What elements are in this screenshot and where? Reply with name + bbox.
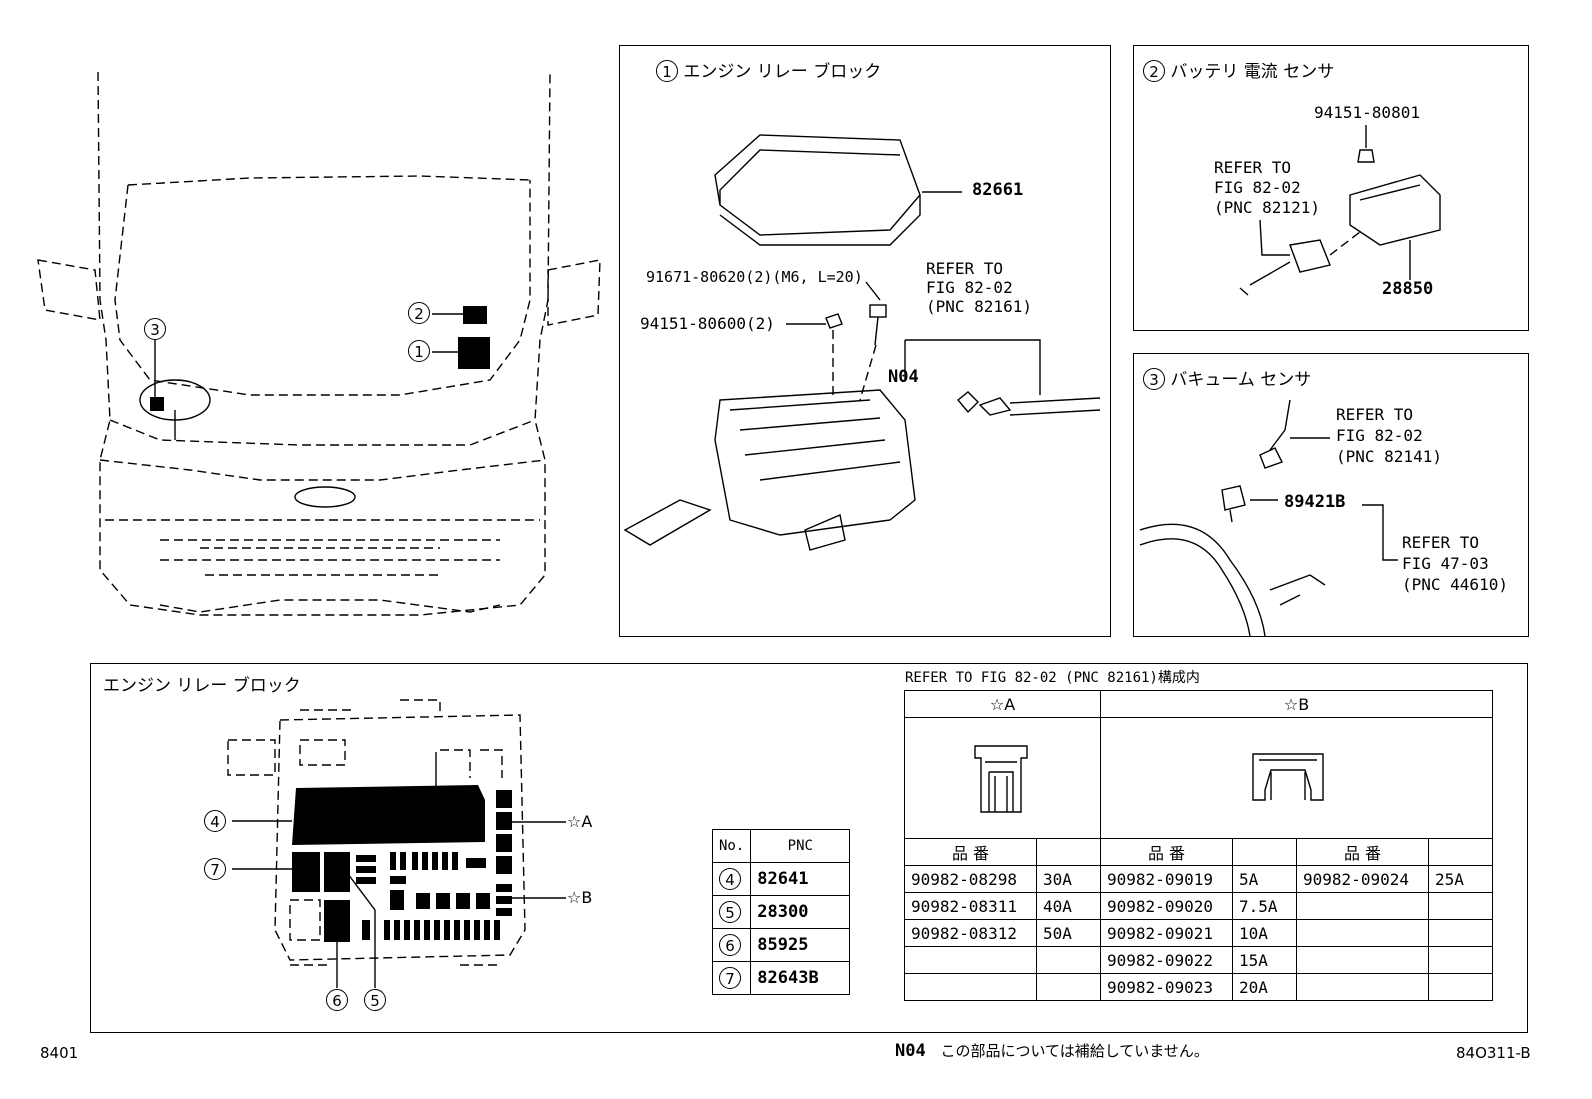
table-row: 7 82643B — [711, 961, 851, 995]
table-row: 5 28300 — [711, 895, 851, 929]
panel3-refer1: REFER TO FIG 82-02 (PNC 82141) — [1336, 405, 1442, 466]
footer-page-code: 8401 — [40, 1044, 79, 1062]
fuse-a-illustration — [903, 717, 1102, 839]
panel1-title: 1 エンジン リレー ブロック — [656, 60, 881, 82]
footer-note: N04 この部品については補給していません。 — [895, 1041, 1209, 1061]
callout-4: 4 — [204, 810, 226, 832]
panel2-nut: 94151-80801 — [1314, 103, 1420, 122]
table-row: 4 82641 — [711, 862, 851, 896]
part-89421B: 89421B — [1284, 492, 1346, 512]
panel3-title: 3 バキューム センサ — [1143, 368, 1311, 390]
panel2-refer: REFER TO FIG 82-02 (PNC 82121) — [1214, 158, 1320, 217]
n04-label: N04 — [888, 367, 919, 387]
pnc-header-pnc: PNC — [750, 829, 851, 863]
col-b-header: ☆B — [1100, 690, 1494, 718]
callout-1: 1 — [408, 340, 430, 362]
nut-label: 94151-80600(2) — [640, 314, 775, 333]
panel-vacuum-sensor — [1133, 353, 1529, 637]
callout-7: 7 — [204, 858, 226, 880]
bolt-label: 91671-80620(2)(M6, L=20) — [646, 268, 863, 286]
table-row: 6 85925 — [711, 928, 851, 962]
panel1-refer: REFER TO FIG 82-02 (PNC 82161) — [926, 259, 1032, 316]
fuse-ref-title: REFER TO FIG 82-02 (PNC 82161)構成内 — [905, 670, 1200, 686]
hinban-b1: 品 番 — [1100, 838, 1234, 866]
callout-5: 5 — [364, 989, 386, 1011]
hinban-a: 品 番 — [904, 838, 1037, 866]
part-82661: 82661 — [972, 180, 1024, 200]
footer-figure-code: 84O311-B — [1456, 1044, 1531, 1062]
star-b-label: ☆B — [567, 888, 593, 907]
callout-3: 3 — [144, 318, 166, 340]
col-a-header: ☆A — [903, 690, 1102, 718]
part-28850: 28850 — [1382, 279, 1434, 299]
fuse-a-icon — [974, 745, 1028, 813]
callout-6: 6 — [326, 989, 348, 1011]
panel2-title: 2 バッテリ 電流 センサ — [1143, 60, 1334, 82]
star-a-label: ☆A — [567, 812, 593, 831]
fuse-b-illustration — [1100, 717, 1494, 839]
panel-battery-current-sensor — [1133, 45, 1529, 331]
pnc-header-no: No. — [711, 829, 752, 863]
fuse-b-icon — [1252, 753, 1324, 801]
panel-engine-relay-block — [619, 45, 1111, 637]
bottom-title: エンジン リレー ブロック — [103, 676, 301, 696]
panel3-refer2: REFER TO FIG 47-03 (PNC 44610) — [1402, 533, 1508, 594]
callout-2: 2 — [408, 302, 430, 324]
pnc-table: No. PNC 4 82641 5 28300 6 85925 7 82643B — [711, 829, 851, 995]
